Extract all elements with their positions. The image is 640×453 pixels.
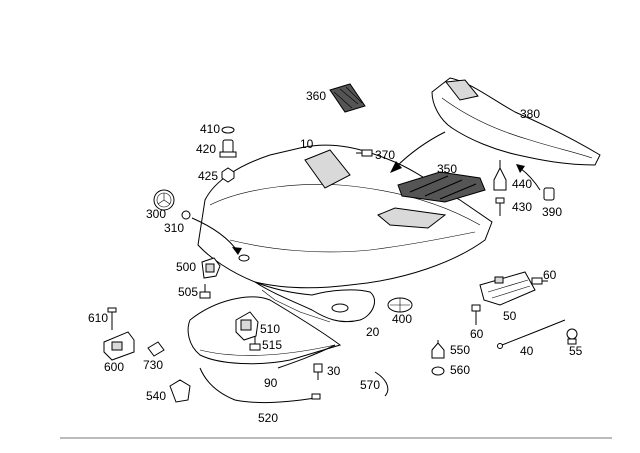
bolt-515-part[interactable]: [249, 336, 261, 351]
insulation-mat-part[interactable]: [187, 296, 342, 365]
label-10: 10: [300, 137, 314, 151]
label-60a: 60: [543, 268, 557, 282]
screw-430-part[interactable]: [495, 197, 505, 216]
bolt-505-part[interactable]: [199, 284, 211, 299]
grommet-550-part[interactable]: [431, 340, 445, 359]
release-handle-540-part[interactable]: [169, 379, 191, 403]
bolt-60b-part[interactable]: [471, 304, 481, 325]
cable-520-part[interactable]: [199, 367, 316, 404]
clip-30-part[interactable]: [313, 363, 323, 380]
arrowhead-390: [516, 164, 525, 173]
bumper-420-part[interactable]: [219, 139, 237, 158]
latch-510-part[interactable]: [235, 311, 259, 341]
label-40: 40: [520, 344, 534, 358]
arrowhead-350: [390, 161, 402, 173]
clip-390-part[interactable]: [543, 187, 555, 201]
label-550: 550: [450, 343, 470, 357]
emblem-mount-400-part[interactable]: [387, 297, 413, 313]
hinge-50-part[interactable]: [479, 271, 536, 306]
label-440: 440: [512, 177, 532, 191]
grille-part[interactable]: [397, 171, 486, 203]
label-390: 390: [542, 205, 562, 219]
nut-560-part[interactable]: [431, 366, 445, 376]
label-570: 570: [360, 378, 380, 392]
label-400: 400: [392, 312, 412, 326]
gas-strut-40-part[interactable]: [497, 319, 566, 349]
label-500: 500: [176, 260, 196, 274]
label-410: 410: [200, 122, 220, 136]
label-540: 540: [146, 389, 166, 403]
label-55: 55: [569, 344, 583, 358]
label-310: 310: [164, 221, 184, 235]
label-350: 350: [437, 162, 457, 176]
clip-410-part[interactable]: [221, 126, 235, 134]
label-520: 520: [258, 411, 278, 425]
label-420: 420: [196, 142, 216, 156]
label-380: 380: [520, 107, 540, 121]
nut-425-part[interactable]: [221, 167, 235, 183]
cable-570-part[interactable]: [374, 371, 389, 397]
buffer-440-part[interactable]: [493, 160, 507, 191]
label-90: 90: [264, 376, 278, 390]
seal-90-part[interactable]: [277, 344, 336, 369]
label-30: 30: [327, 364, 341, 378]
label-60b: 60: [470, 327, 484, 341]
label-560: 560: [450, 363, 470, 377]
label-430: 430: [512, 200, 532, 214]
label-360: 360: [306, 89, 326, 103]
label-425: 425: [198, 169, 218, 183]
label-370: 370: [375, 148, 395, 162]
emblem-part[interactable]: [153, 189, 175, 211]
label-300: 300: [146, 207, 166, 221]
label-510: 510: [260, 322, 280, 336]
bolt-370-part[interactable]: [356, 149, 373, 157]
hood-inner-frame-part[interactable]: [254, 281, 375, 323]
cable-end-520: [311, 393, 321, 400]
arrowhead-310: [232, 247, 242, 255]
bracket-600-part[interactable]: [103, 331, 135, 361]
label-730: 730: [143, 358, 163, 372]
bolt-60a-part[interactable]: [531, 277, 548, 285]
label-600: 600: [104, 360, 124, 374]
screw-310-part[interactable]: [181, 210, 191, 220]
screw-610-part[interactable]: [107, 307, 117, 330]
cowl-trim-part[interactable]: [431, 77, 601, 166]
ball-stud-55-part[interactable]: [566, 328, 578, 345]
label-515: 515: [262, 338, 282, 352]
label-20: 20: [366, 325, 380, 339]
clip-730-part[interactable]: [147, 341, 165, 357]
label-505: 505: [178, 285, 198, 299]
latch-500-part[interactable]: [201, 257, 221, 279]
scoop-part[interactable]: [329, 83, 366, 113]
label-50: 50: [503, 309, 517, 323]
label-610: 610: [88, 311, 108, 325]
